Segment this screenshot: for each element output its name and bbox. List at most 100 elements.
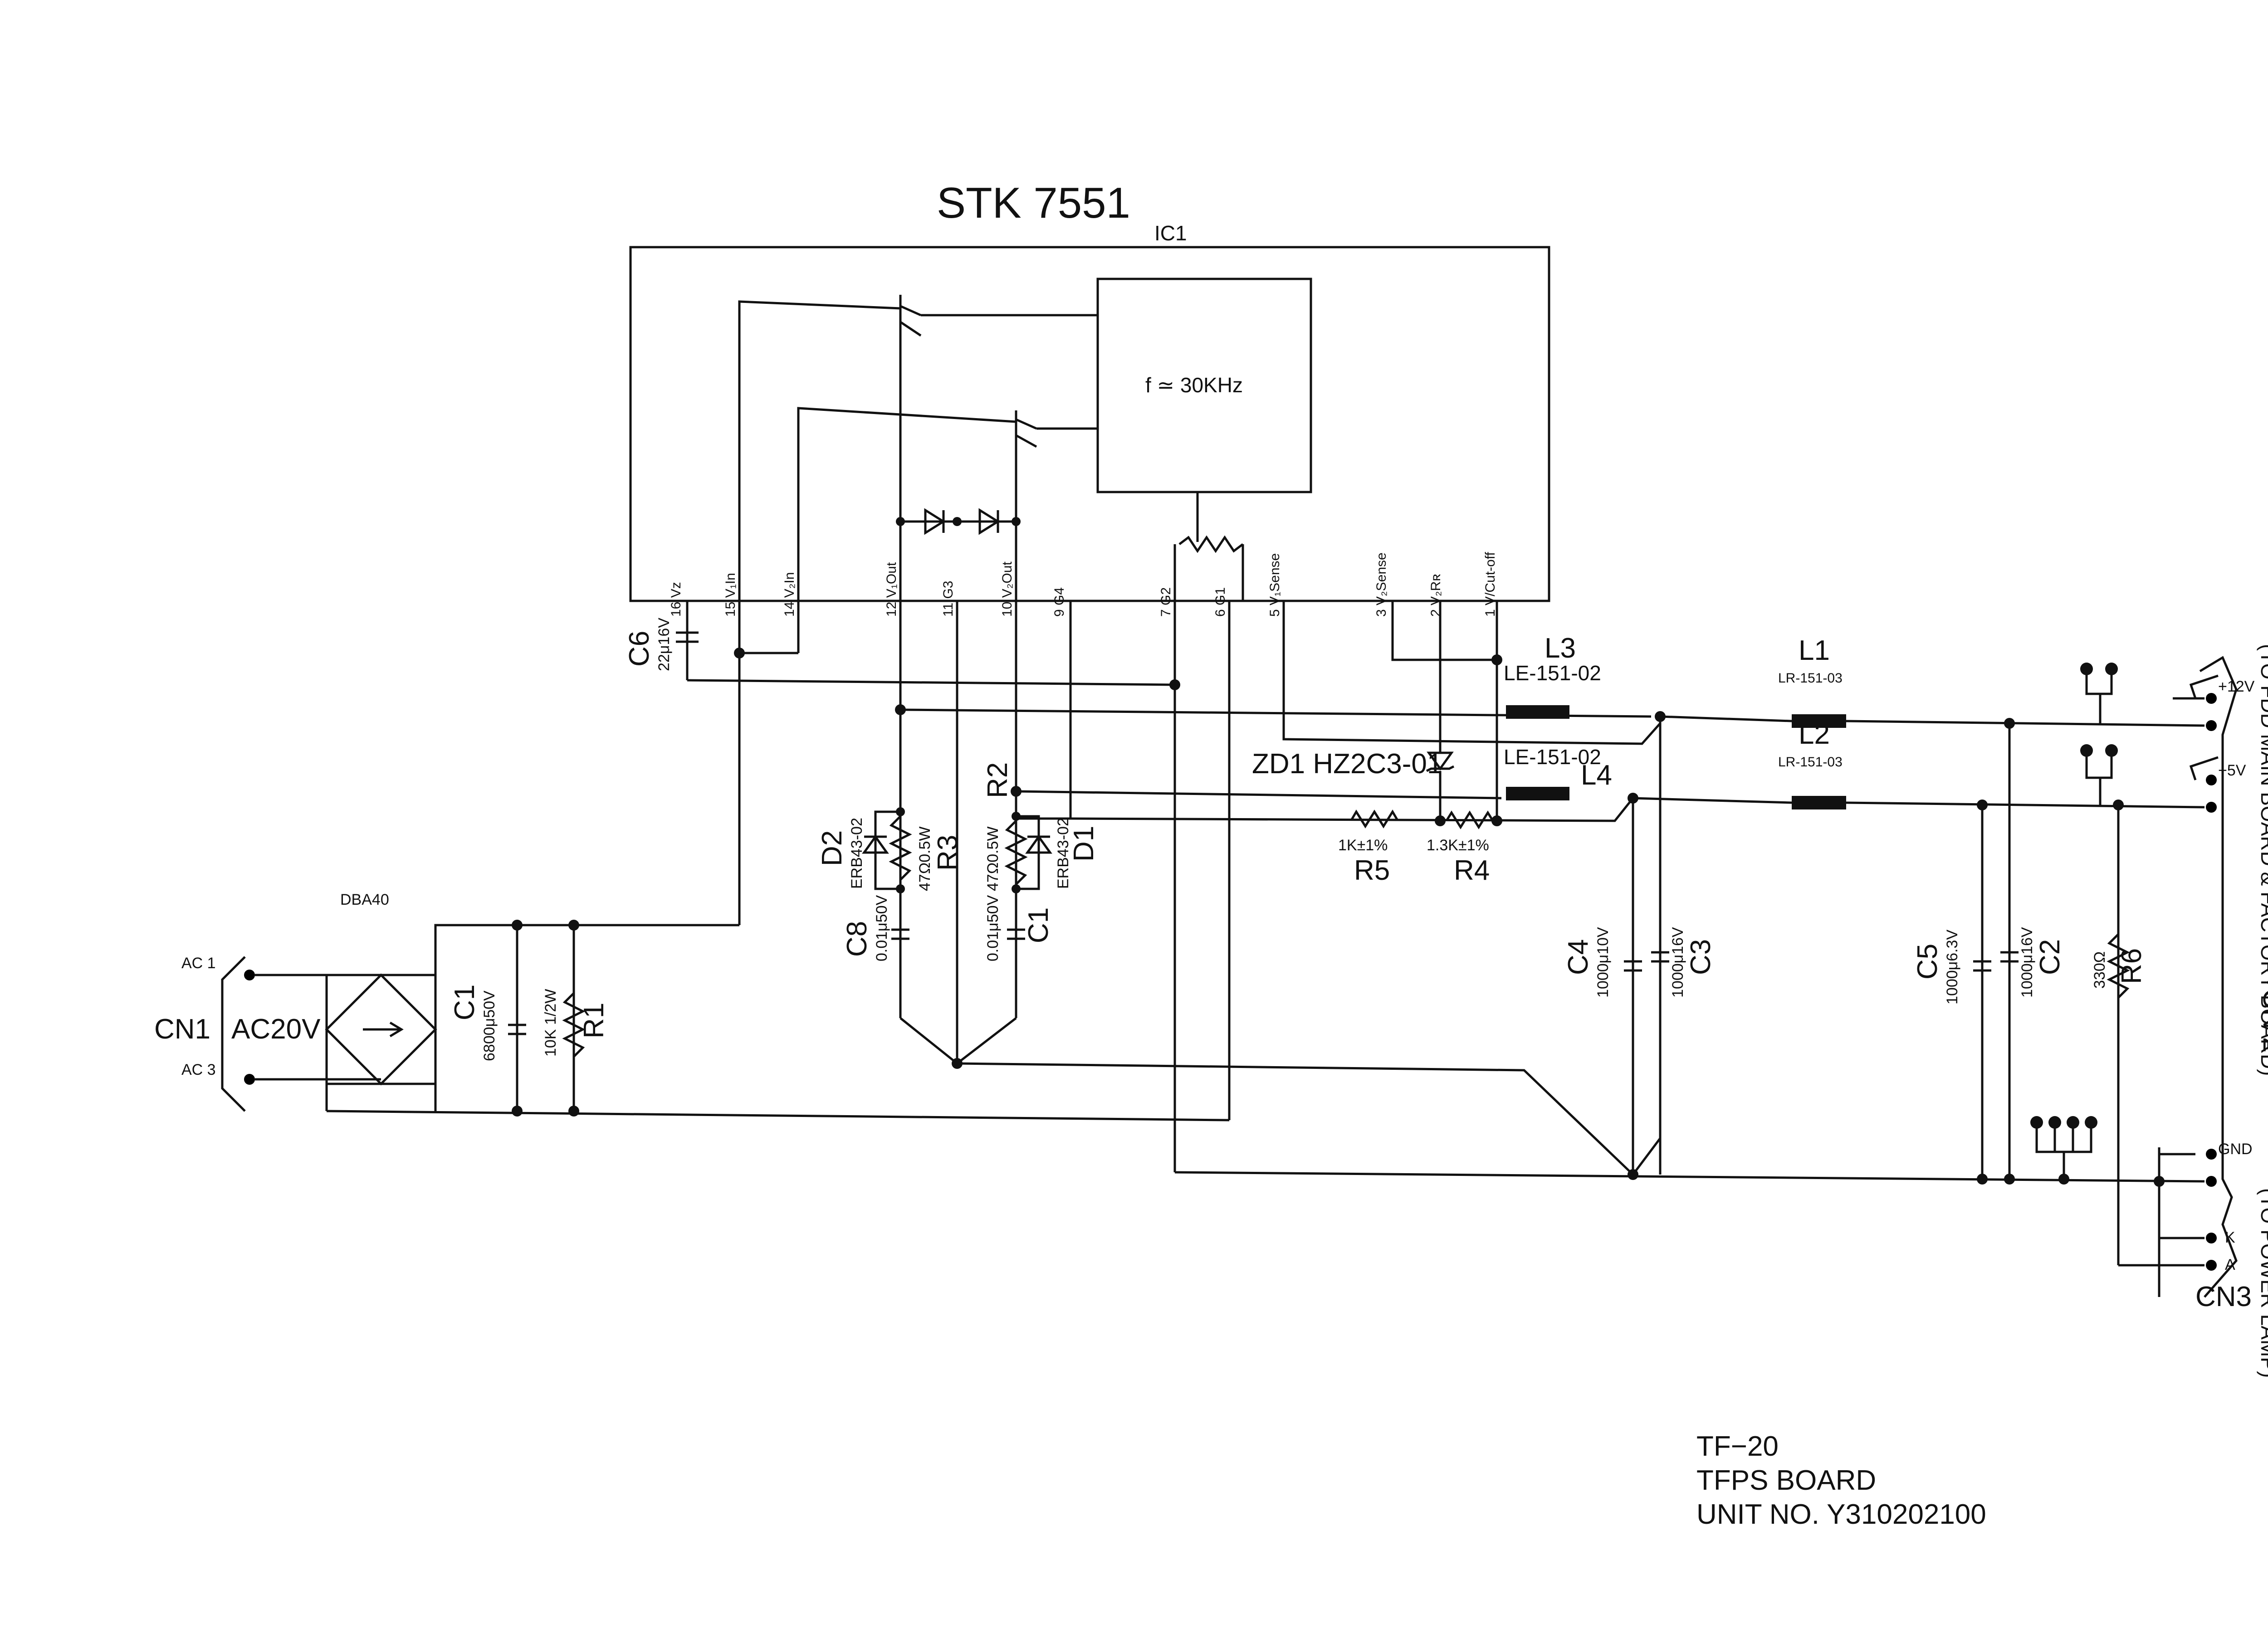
d1-value: ERB43-02 <box>1055 818 1072 889</box>
c1-value: 6800μ50V <box>481 990 498 1061</box>
output-connectors: +12V +5V GND K A <box>2030 644 2268 1378</box>
r1-ref: R1 <box>578 1003 610 1039</box>
ac-input-label: AC20V <box>231 1014 321 1045</box>
r3-ref: R3 <box>932 835 963 871</box>
ac3-terminal-icon <box>244 1074 255 1085</box>
c2-ref: C2 <box>2034 939 2066 975</box>
r4-ref: R4 <box>1454 855 1490 886</box>
cn2-label: CN 2 <box>2257 989 2268 1053</box>
oscillator-frequency: f ≃ 30KHz <box>1145 373 1243 397</box>
c6-value: 22μ16V <box>655 618 673 671</box>
r2-ref: R2 <box>982 762 1013 798</box>
ic1-block: STK 7551 IC1 f ≃ 30KHz 16 Vz 15 V₁In <box>629 179 1550 653</box>
c5-ref: C5 <box>1912 944 1943 980</box>
pin-12v-b-icon <box>2206 720 2217 731</box>
pin-gnd-b-icon <box>2206 1176 2217 1187</box>
c6-capacitor: C6 22μ16V <box>624 618 699 671</box>
l2-inductor-icon <box>1792 796 1846 809</box>
d2-ref: D2 <box>816 830 848 866</box>
c1b-ref: C1 <box>1023 907 1054 943</box>
l1-inductor-icon <box>1792 714 1846 728</box>
title-line-1: TF−20 <box>1696 1431 1779 1462</box>
r5-ref: R5 <box>1354 855 1390 886</box>
l2-ref: L2 <box>1799 719 1830 750</box>
r1-value: 10K 1/2W <box>542 989 559 1057</box>
title-line-2: TFPS BOARD <box>1696 1465 1876 1496</box>
c8-ref: C8 <box>841 921 873 957</box>
pin-5-label: 5 V₁Sense <box>1267 553 1282 617</box>
c6-ref: C6 <box>624 631 655 667</box>
c3-value: 1000μ16V <box>1669 927 1686 998</box>
pin-a-icon <box>2206 1260 2217 1271</box>
ic-part-number: STK 7551 <box>937 179 1130 227</box>
c1b-value: 0.01μ50V <box>984 895 1002 961</box>
oscillator-block <box>1096 278 1312 493</box>
junction-dots <box>512 648 2165 1187</box>
cn1-label: CN1 <box>154 1014 210 1045</box>
c8-value: 0.01μ50V <box>873 895 890 961</box>
cn2-destination: (TO FDD MAIN BOARD & FACTORY BOARD) <box>2257 644 2268 1076</box>
title-block: TF−20 TFPS BOARD UNIT NO. Y310202100 <box>1696 1431 1986 1530</box>
pin-k-icon <box>2206 1233 2217 1243</box>
r6-ref: R6 <box>2116 948 2147 984</box>
pin-1-label: 1 V/Cut-off <box>1483 551 1498 617</box>
pin-3-label: 3 V₂Sense <box>1374 552 1389 617</box>
pin-gnd-a-icon <box>2206 1149 2217 1160</box>
c4-value: 1000μ10V <box>1594 927 1612 998</box>
l4-ref: L4 <box>1581 760 1612 791</box>
pin-12v-a-icon <box>2206 693 2217 704</box>
d1-diode-icon <box>1025 834 1052 854</box>
d2-r3-c8-network: D2 ERB43-02 47Ω0.5W R3 C8 0.01μ50V <box>816 810 963 961</box>
pin-11-label: 11 G3 <box>941 581 956 617</box>
l1-ref: L1 <box>1799 635 1830 666</box>
pin-9-label: 9 G4 <box>1052 587 1067 617</box>
input-section: AC 1 AC 3 CN1 AC20V DBA40 C1 6800μ50V 10… <box>154 891 610 1112</box>
gnd-label: GND <box>2218 1141 2253 1158</box>
r2-value: 47Ω0.5W <box>984 826 1002 891</box>
pin-6-label: 6 G1 <box>1213 587 1228 617</box>
r5-value: 1K±1% <box>1338 837 1388 854</box>
cn3-destination: (TO POWER LAMP) <box>2257 1188 2268 1378</box>
inductors: L3 LE-151-02 LE-151-02 L4 L1 LR-151-03 L… <box>1504 633 1846 809</box>
title-line-3: UNIT NO. Y310202100 <box>1696 1499 1986 1530</box>
bridge-label: DBA40 <box>340 891 389 908</box>
pin-10-label: 10 V₂Out <box>1000 561 1015 617</box>
l3-ref: L3 <box>1545 633 1576 664</box>
pin-12-label: 12 V₁Out <box>884 562 899 617</box>
pin-5v-a-icon <box>2206 775 2217 785</box>
r4-value: 1.3K±1% <box>1427 837 1489 854</box>
cn3-label: CN3 <box>2195 1281 2252 1312</box>
pin-14-label: 14 V₂In <box>782 572 797 617</box>
output-filter: C4 1000μ10V 1000μ16V C3 C5 1000μ6.3V 100… <box>1563 927 2147 1004</box>
cn3-k-label: K <box>2225 1229 2235 1246</box>
ic-reference: IC1 <box>1154 221 1187 245</box>
d1-ref: D1 <box>1068 826 1100 862</box>
ac1-terminal-icon <box>244 970 255 980</box>
r3-value: 47Ω0.5W <box>916 826 934 891</box>
c4-ref: C4 <box>1563 939 1594 975</box>
l4-inductor-icon <box>1506 787 1569 800</box>
c1-ref: C1 <box>449 985 480 1020</box>
c2-value: 1000μ16V <box>2019 927 2036 998</box>
l3-value: LE-151-02 <box>1504 661 1601 685</box>
zener-diode-icon <box>1427 751 1454 771</box>
d2-diode-icon <box>862 834 889 854</box>
internal-diode-icon <box>924 508 946 535</box>
pin-7-label: 7 G2 <box>1158 587 1173 617</box>
l2-value: LR-151-03 <box>1778 755 1843 770</box>
pin-5v-b-icon <box>2206 802 2217 813</box>
l4-value: LE-151-02 <box>1504 745 1601 769</box>
ac3-label: AC 3 <box>181 1061 216 1078</box>
c3-ref: C3 <box>1685 939 1716 975</box>
zd1-label: ZD1 HZ2C3-01 <box>1252 748 1442 780</box>
d2-value: ERB43-02 <box>848 818 865 889</box>
sense-network: ZD1 HZ2C3-01 1K±1% R5 1.3K±1% R4 <box>1252 748 1494 886</box>
r2-d1-c1-network: R2 47Ω0.5W ERB43-02 D1 0.01μ50V C1 <box>982 762 1100 961</box>
pin-16-label: 16 Vz <box>669 582 684 617</box>
l3-inductor-icon <box>1506 705 1569 719</box>
l1-value: LR-151-03 <box>1778 671 1843 686</box>
ac1-label: AC 1 <box>181 955 216 972</box>
r6-value: 330Ω <box>2091 951 2108 989</box>
c5-value: 1000μ6.3V <box>1944 930 1961 1004</box>
